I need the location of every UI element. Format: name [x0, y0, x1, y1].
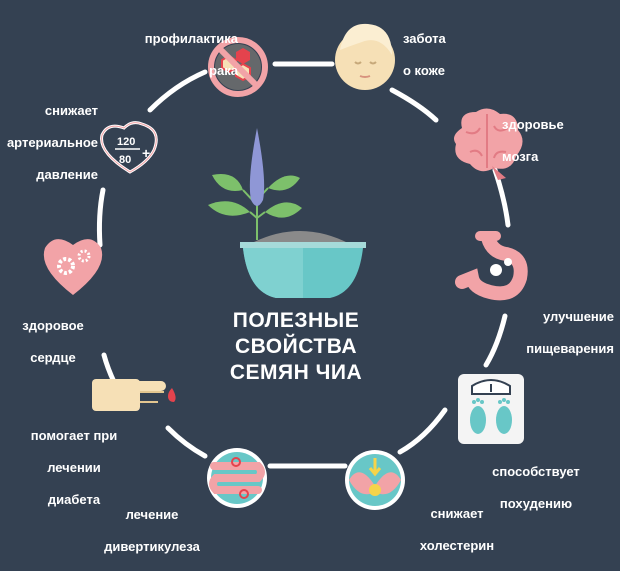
- label-pressure-line-1: снижает: [44, 103, 98, 118]
- artery-icon: [345, 450, 405, 510]
- label-heart: здоровое сердце: [8, 302, 98, 382]
- leaf-right-bottom: [265, 202, 302, 218]
- label-cholesterol-line-1: снижает: [430, 506, 484, 521]
- scale-icon: [458, 374, 524, 444]
- label-digestion-line-1: улучшение: [542, 309, 614, 324]
- label-heart-line-2: сердце: [30, 350, 76, 365]
- label-cancer-line-2: рака: [209, 63, 238, 78]
- label-diabetes-line-2: лечении: [47, 460, 101, 475]
- leaf-left-bottom: [208, 201, 250, 216]
- label-pressure-line-3: давление: [36, 167, 98, 182]
- title-line-2: СВОЙСТВА: [235, 335, 357, 358]
- label-pressure-line-2: артериальное: [6, 135, 98, 150]
- pressure-reading-top: 120: [117, 136, 135, 148]
- label-weight-line-1: способствует: [492, 464, 580, 479]
- label-brain: здоровье мозга: [502, 101, 602, 181]
- stomach-icon: [455, 231, 528, 301]
- finger-drop-icon: [92, 379, 176, 411]
- label-brain-line-2: мозга: [502, 149, 539, 164]
- label-weight-line-2: похудению: [499, 496, 573, 511]
- title-line-3: СЕМЯН ЧИА: [229, 361, 363, 384]
- seed-mound: [250, 231, 350, 244]
- label-skin: забота о коже: [403, 15, 483, 95]
- intestine-icon: [207, 448, 267, 508]
- label-skin-line-1: забота: [403, 31, 446, 46]
- no-cancer-icon: [208, 37, 268, 97]
- leaf-left-top: [212, 174, 243, 191]
- label-digestion: улучшение пищеварения: [504, 293, 614, 373]
- diagram-canvas: 120 80 +: [43, 23, 528, 510]
- label-diabetes-line-3: диабета: [47, 492, 101, 507]
- label-brain-line-1: здоровье: [502, 117, 564, 132]
- pressure-plus: +: [142, 145, 150, 161]
- label-weight: способствует похудению: [481, 448, 591, 528]
- leaf-right-top: [268, 175, 300, 191]
- brain-icon: [454, 108, 523, 180]
- page-title: ПОЛЕЗНЫЕ СВОЙСТВА СЕМЯН ЧИА: [196, 308, 396, 386]
- label-cancer: профилактика рака: [128, 15, 238, 95]
- label-diverticulosis-line-2: дивертикулеза: [104, 539, 200, 554]
- heart-pressure-icon: [100, 121, 158, 174]
- label-cancer-line-1: профилактика: [144, 31, 238, 46]
- title-line-1: ПОЛЕЗНЫЕ: [232, 309, 360, 332]
- pressure-reading-bottom: 80: [119, 154, 131, 166]
- label-diabetes-line-1: помогает при: [30, 428, 118, 443]
- label-diverticulosis-line-1: лечение: [125, 507, 179, 522]
- label-skin-line-2: о коже: [403, 63, 445, 78]
- label-cholesterol-line-2: холестерин: [419, 538, 495, 553]
- label-digestion-line-2: пищеварения: [526, 341, 614, 356]
- heart-gears-icon: [43, 239, 103, 295]
- label-cholesterol: снижает холестерин: [407, 490, 507, 570]
- bowl-rim: [240, 242, 366, 248]
- label-diabetes: помогает при лечении диабета: [14, 412, 134, 524]
- sprout-drop: [249, 128, 265, 206]
- face-icon: [335, 23, 395, 90]
- label-heart-line-1: здоровое: [22, 318, 84, 333]
- label-pressure: снижает артериальное давление: [2, 87, 98, 199]
- chia-bowl-illustration: [208, 128, 366, 298]
